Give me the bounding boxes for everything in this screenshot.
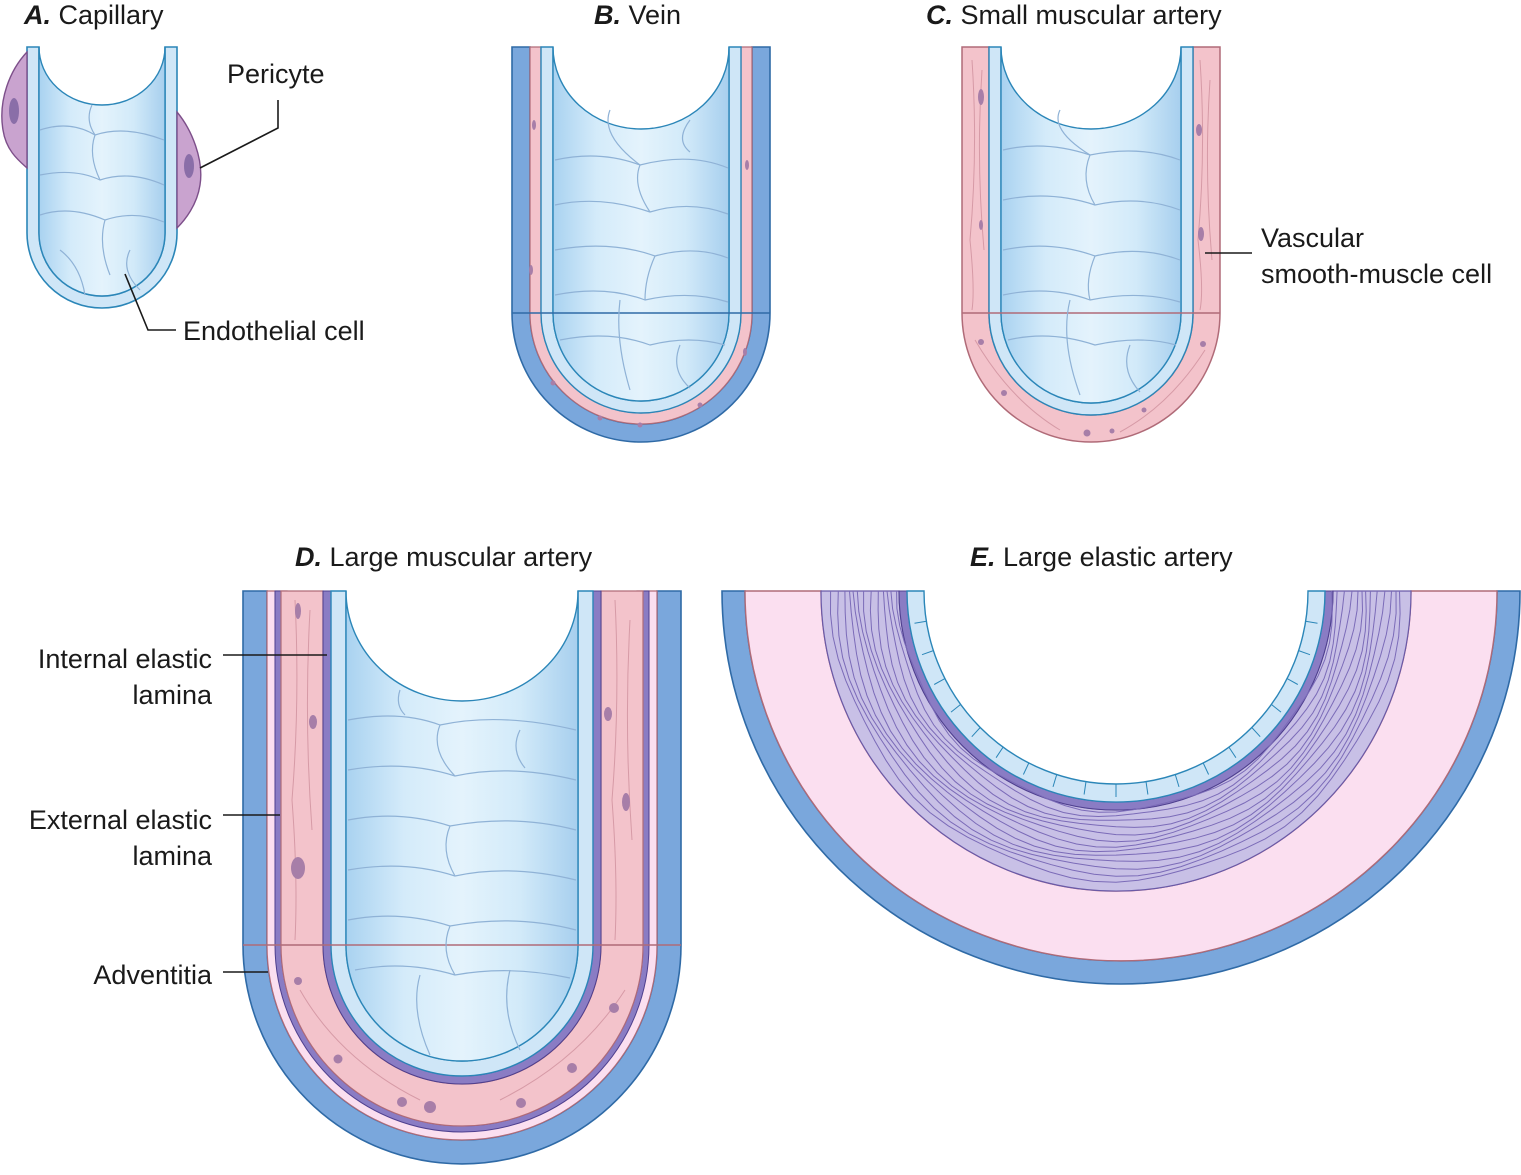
smooth-muscle-label-line2: smooth-muscle cell [1261,259,1493,289]
small-artery-cell-borders [1002,109,1181,396]
intima-cell-border [1270,704,1282,713]
large-artery-lumen [345,590,579,1062]
intima-cell-border [933,678,946,685]
endothelial-cell-label: Endothelial cell [183,316,365,346]
elastic-lamella [863,590,1367,848]
panel-d-letter: D. [295,542,322,572]
vein-cell-borders [554,109,729,391]
adventitia-label: Adventitia [93,960,212,990]
elastic-lamella [869,590,1364,843]
external-lamina-label-line1: External elastic [28,805,212,835]
vein-illustration [511,46,771,443]
pericyte-left-nucleus [9,98,19,124]
elastic-lamella [837,590,1397,877]
large-artery-nuclei [291,603,630,1113]
intima-cell-border [1228,746,1237,758]
intima-cell-border [1022,762,1030,775]
elastic-lamella [896,590,1333,813]
large-muscular-artery-illustration [223,590,682,1165]
intima-cell-border [971,727,981,738]
pericyte-leader [199,100,279,169]
panel-e-title: E. Large elastic artery [970,544,1233,571]
elastic-lamella [886,590,1345,821]
elastic-lamella [877,590,1359,836]
elastic-lamella [829,590,1401,883]
intima-cell-border [1305,620,1318,624]
panel-a-title: A. Capillary [24,2,164,29]
elastic-artery-illustration [721,590,1521,985]
panel-c-letter: C. [926,0,953,30]
small-artery-nuclei [978,89,1206,437]
internal-lamina-label-line2: lamina [132,680,212,710]
panel-c-name: Small muscular artery [960,0,1222,30]
large-artery-muscle-fibers [291,599,633,1101]
intima-cell-border [1298,650,1311,656]
intima-cell-border [1174,774,1180,788]
smooth-muscle-label-line1: Vascular [1261,223,1365,253]
elastic-lamella [844,590,1392,870]
elastic-lamella [882,590,1353,828]
panel-d-title: D. Large muscular artery [295,544,592,571]
intima-cell-border [1083,781,1087,795]
intima-cell-border [1202,762,1210,775]
pericyte-label: Pericyte [227,59,325,89]
capillary-illustration [1,46,279,331]
elastic-lamella [890,590,1338,818]
elastic-lamella [849,590,1386,862]
smooth-muscle-label: Vascular smooth-muscle cell [1261,220,1492,292]
large-artery-cell-borders [347,689,577,1056]
intima-cell-border [914,620,927,624]
small-artery-muscle-fibers [969,59,1213,433]
elastic-artery-intima-cells [914,620,1318,797]
panel-d-name: Large muscular artery [329,542,593,572]
intima-cell-border [950,704,962,713]
elastic-lamellae [829,590,1401,883]
panel-b-name: Vein [628,0,682,30]
vein-nuclei [529,120,749,428]
intima-cell-border [921,650,934,656]
internal-lamina-label-line1: Internal elastic [37,644,212,674]
panel-a-name: Capillary [58,0,164,30]
elastic-lamella [852,590,1378,856]
intima-cell-border [1286,678,1299,685]
panel-e-name: Large elastic artery [1003,542,1233,572]
intima-cell-border [1145,781,1149,795]
external-lamina-label-line2: lamina [132,841,212,871]
capillary-cell-borders [39,104,165,296]
small-artery-illustration [961,46,1252,443]
intima-cell-border [995,746,1004,758]
panel-b-letter: B. [594,0,621,30]
internal-lamina-label: Internal elastic lamina [38,641,212,713]
pericyte-right-nucleus [184,154,194,178]
capillary-lumen [38,46,166,297]
intima-cell-border [1052,774,1058,788]
endothelial-leader [124,273,176,331]
external-lamina-label: External elastic lamina [29,802,212,874]
elastic-artery-intima [906,590,1326,803]
panel-a-letter: A. [24,0,51,30]
small-artery-lumen [1000,46,1182,404]
elastic-lamella [856,590,1371,853]
intima-cell-border [1251,727,1261,738]
panel-c-title: C. Small muscular artery [926,2,1222,29]
panel-b-title: B. Vein [594,2,681,29]
vein-lumen [552,46,730,402]
panel-e-letter: E. [970,542,996,572]
